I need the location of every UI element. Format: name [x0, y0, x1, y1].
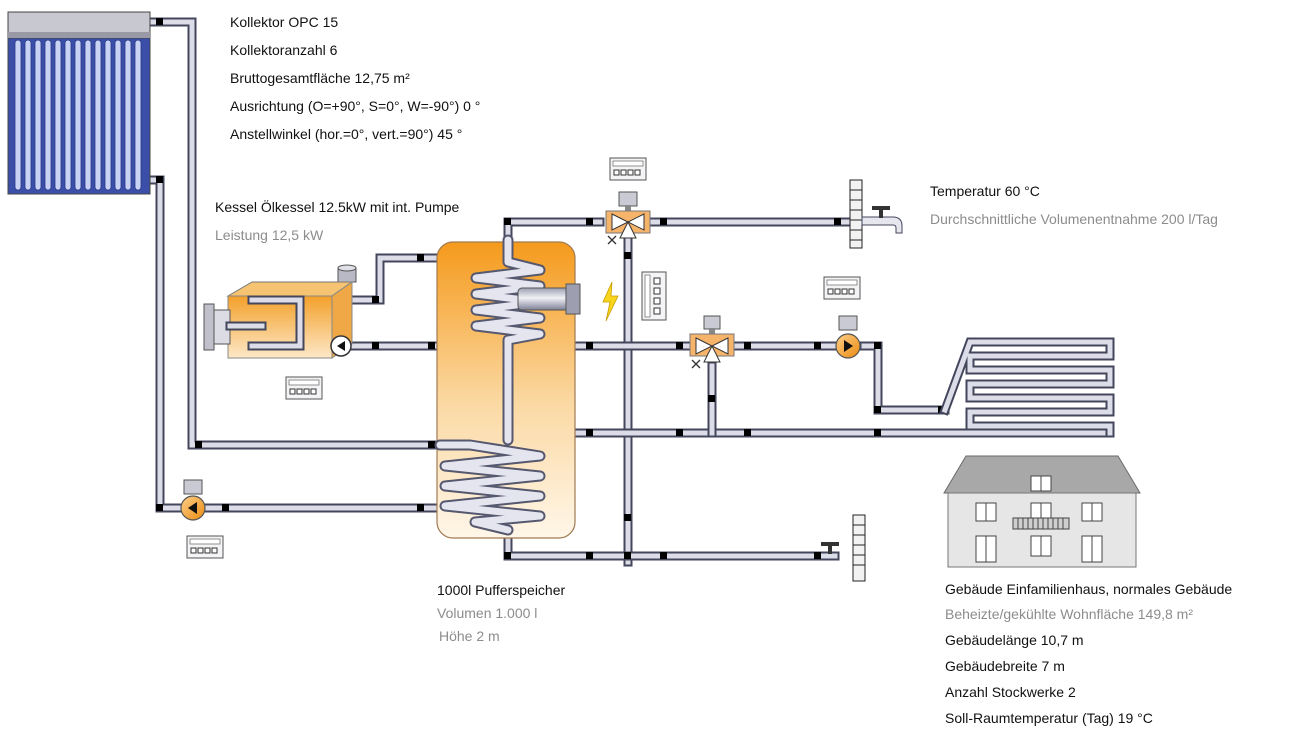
boiler-pump-icon [330, 335, 352, 357]
buffer-tank-icon [434, 234, 581, 539]
solar-collector-icon [7, 11, 151, 195]
building-title: Gebäude Einfamilienhaus, normales Gebäud… [945, 581, 1232, 597]
boiler-power: Leistung 12,5 kW [215, 227, 324, 243]
heating-pump-icon [835, 315, 861, 359]
hot-water-consumption: Durchschnittliche Volumenentnahme 200 l/… [930, 211, 1218, 227]
mixing-valve-top-icon [605, 191, 651, 245]
tank-height: Höhe 2 m [439, 628, 500, 644]
controller-top-icon [609, 157, 647, 181]
building-length: Gebäudelänge 10,7 m [945, 632, 1084, 648]
tank-title: 1000l Pufferspeicher [437, 582, 565, 598]
collector-tilt-label: Anstellwinkel (hor.=0°, vert.=90°) 45 ° [230, 126, 462, 142]
lightning-icon [602, 281, 619, 322]
building-width: Gebäudebreite 7 m [945, 658, 1065, 674]
hot-water-tap-icon [849, 179, 903, 249]
controller-boiler-icon [285, 376, 323, 400]
collector-count-label: Kollektoranzahl 6 [230, 42, 338, 58]
controller-heating-icon [823, 276, 861, 300]
boiler-title: Kessel Ölkessel 12.5kW mit int. Pumpe [215, 198, 460, 215]
tank-volume: Volumen 1.000 l [437, 605, 537, 621]
building-floors: Anzahl Stockwerke 2 [945, 684, 1076, 700]
collector-orientation-label: Ausrichtung (O=+90°, S=0°, W=-90°) 0 ° [230, 98, 480, 114]
hot-water-temperature: Temperatur 60 °C [930, 183, 1040, 199]
collector-type-label: Kollektor OPC 15 [230, 14, 338, 30]
controller-heater-icon [641, 271, 667, 321]
mixing-valve-mid-icon [689, 315, 735, 369]
collector-area-label: Bruttogesamtfläche 12,75 m² [230, 70, 410, 86]
building-room-temperature: Soll-Raumtemperatur (Tag) 19 °C [945, 710, 1153, 726]
building-area: Beheizte/gekühlte Wohnfläche 149,8 m² [945, 606, 1193, 622]
solar-pump-icon [180, 479, 206, 521]
house-icon [943, 455, 1141, 568]
controller-solar-icon [186, 535, 224, 559]
cold-water-tap-icon [821, 514, 866, 582]
floor-heating-icon [939, 337, 1115, 438]
